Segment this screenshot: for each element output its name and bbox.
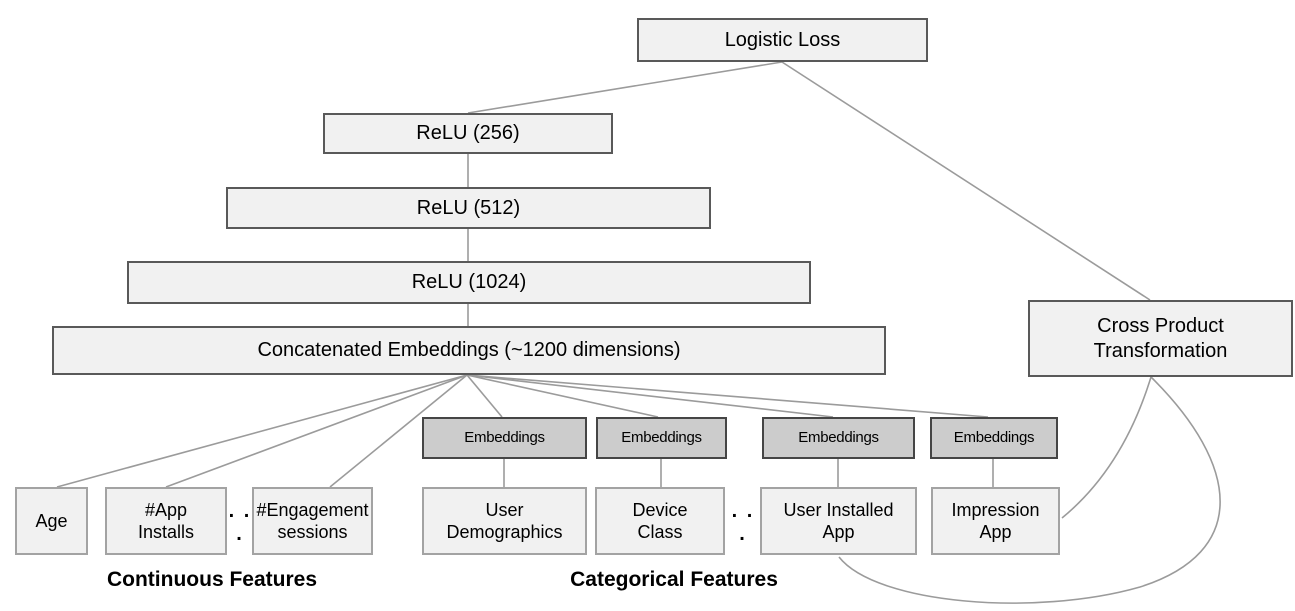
ellipsis-continuous: . . . — [228, 500, 252, 545]
node-feature-app-installs: #App Installs — [105, 487, 227, 555]
edge-concat-engagement — [329, 374, 468, 488]
edge-concat-emb4 — [466, 374, 989, 418]
node-cross-product-transformation: Cross Product Transformation — [1028, 300, 1293, 377]
edge-loss-relu256 — [467, 61, 783, 114]
node-embeddings-3: Embeddings — [762, 417, 915, 459]
caption-categorical-features: Categorical Features — [570, 568, 778, 591]
edge-crossproduct-impression-curve — [1061, 376, 1152, 519]
node-embeddings-1: Embeddings — [422, 417, 587, 459]
edge-concat-emb3 — [466, 374, 834, 418]
node-embeddings-2: Embeddings — [596, 417, 727, 459]
edge-crossproduct-userinstalled-curve — [838, 376, 1221, 604]
edge-concat-emb1 — [466, 374, 503, 418]
node-relu-512: ReLU (512) — [226, 187, 711, 229]
node-relu-256: ReLU (256) — [323, 113, 613, 154]
node-feature-device-class: Device Class — [595, 487, 725, 555]
edge-concat-age — [56, 374, 468, 488]
node-concatenated-embeddings: Concatenated Embeddings (~1200 dimension… — [52, 326, 886, 375]
edge-concat-appinstalls — [165, 374, 468, 488]
node-feature-age: Age — [15, 487, 88, 555]
edge-concat-emb2 — [466, 374, 659, 418]
node-feature-impression-app: Impression App — [931, 487, 1060, 555]
node-feature-user-demographics: User Demographics — [422, 487, 587, 555]
edge-loss-crossproduct — [781, 61, 1151, 301]
caption-continuous-features: Continuous Features — [106, 568, 317, 591]
node-logistic-loss: Logistic Loss — [637, 18, 928, 62]
node-embeddings-4: Embeddings — [930, 417, 1058, 459]
node-feature-engagement-sessions: #Engagement sessions — [252, 487, 373, 555]
node-relu-1024: ReLU (1024) — [127, 261, 811, 304]
node-feature-user-installed-app: User Installed App — [760, 487, 917, 555]
ellipsis-categorical: . . . — [731, 500, 755, 545]
